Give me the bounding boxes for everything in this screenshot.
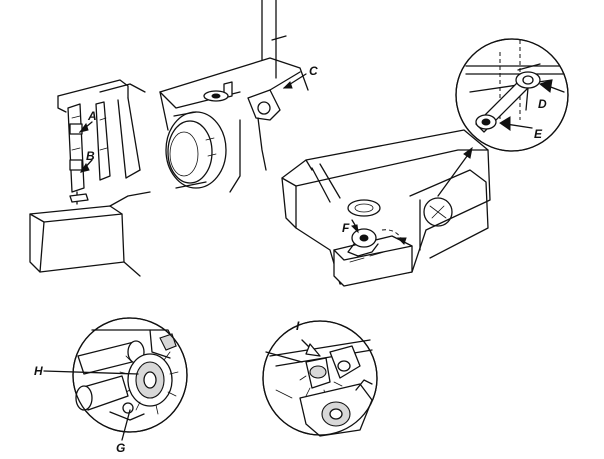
callout-c: C bbox=[309, 64, 318, 78]
presser-foot-assembly bbox=[29, 79, 151, 277]
magnified-rod-detail bbox=[455, 38, 569, 152]
callout-g: G bbox=[116, 441, 125, 455]
magnified-gear-detail bbox=[43, 317, 188, 441]
callout-d: D bbox=[538, 97, 547, 111]
callout-i: I bbox=[296, 319, 300, 333]
sewing-machine-free-arm bbox=[281, 129, 491, 287]
callout-h: H bbox=[34, 364, 43, 378]
callout-f: F bbox=[342, 221, 350, 235]
callout-a: A bbox=[87, 109, 97, 123]
callout-e: E bbox=[534, 127, 543, 141]
magnified-bobbin-area-detail bbox=[262, 320, 378, 437]
callout-b: B bbox=[86, 149, 95, 163]
machine-head-handwheel bbox=[159, 0, 309, 193]
